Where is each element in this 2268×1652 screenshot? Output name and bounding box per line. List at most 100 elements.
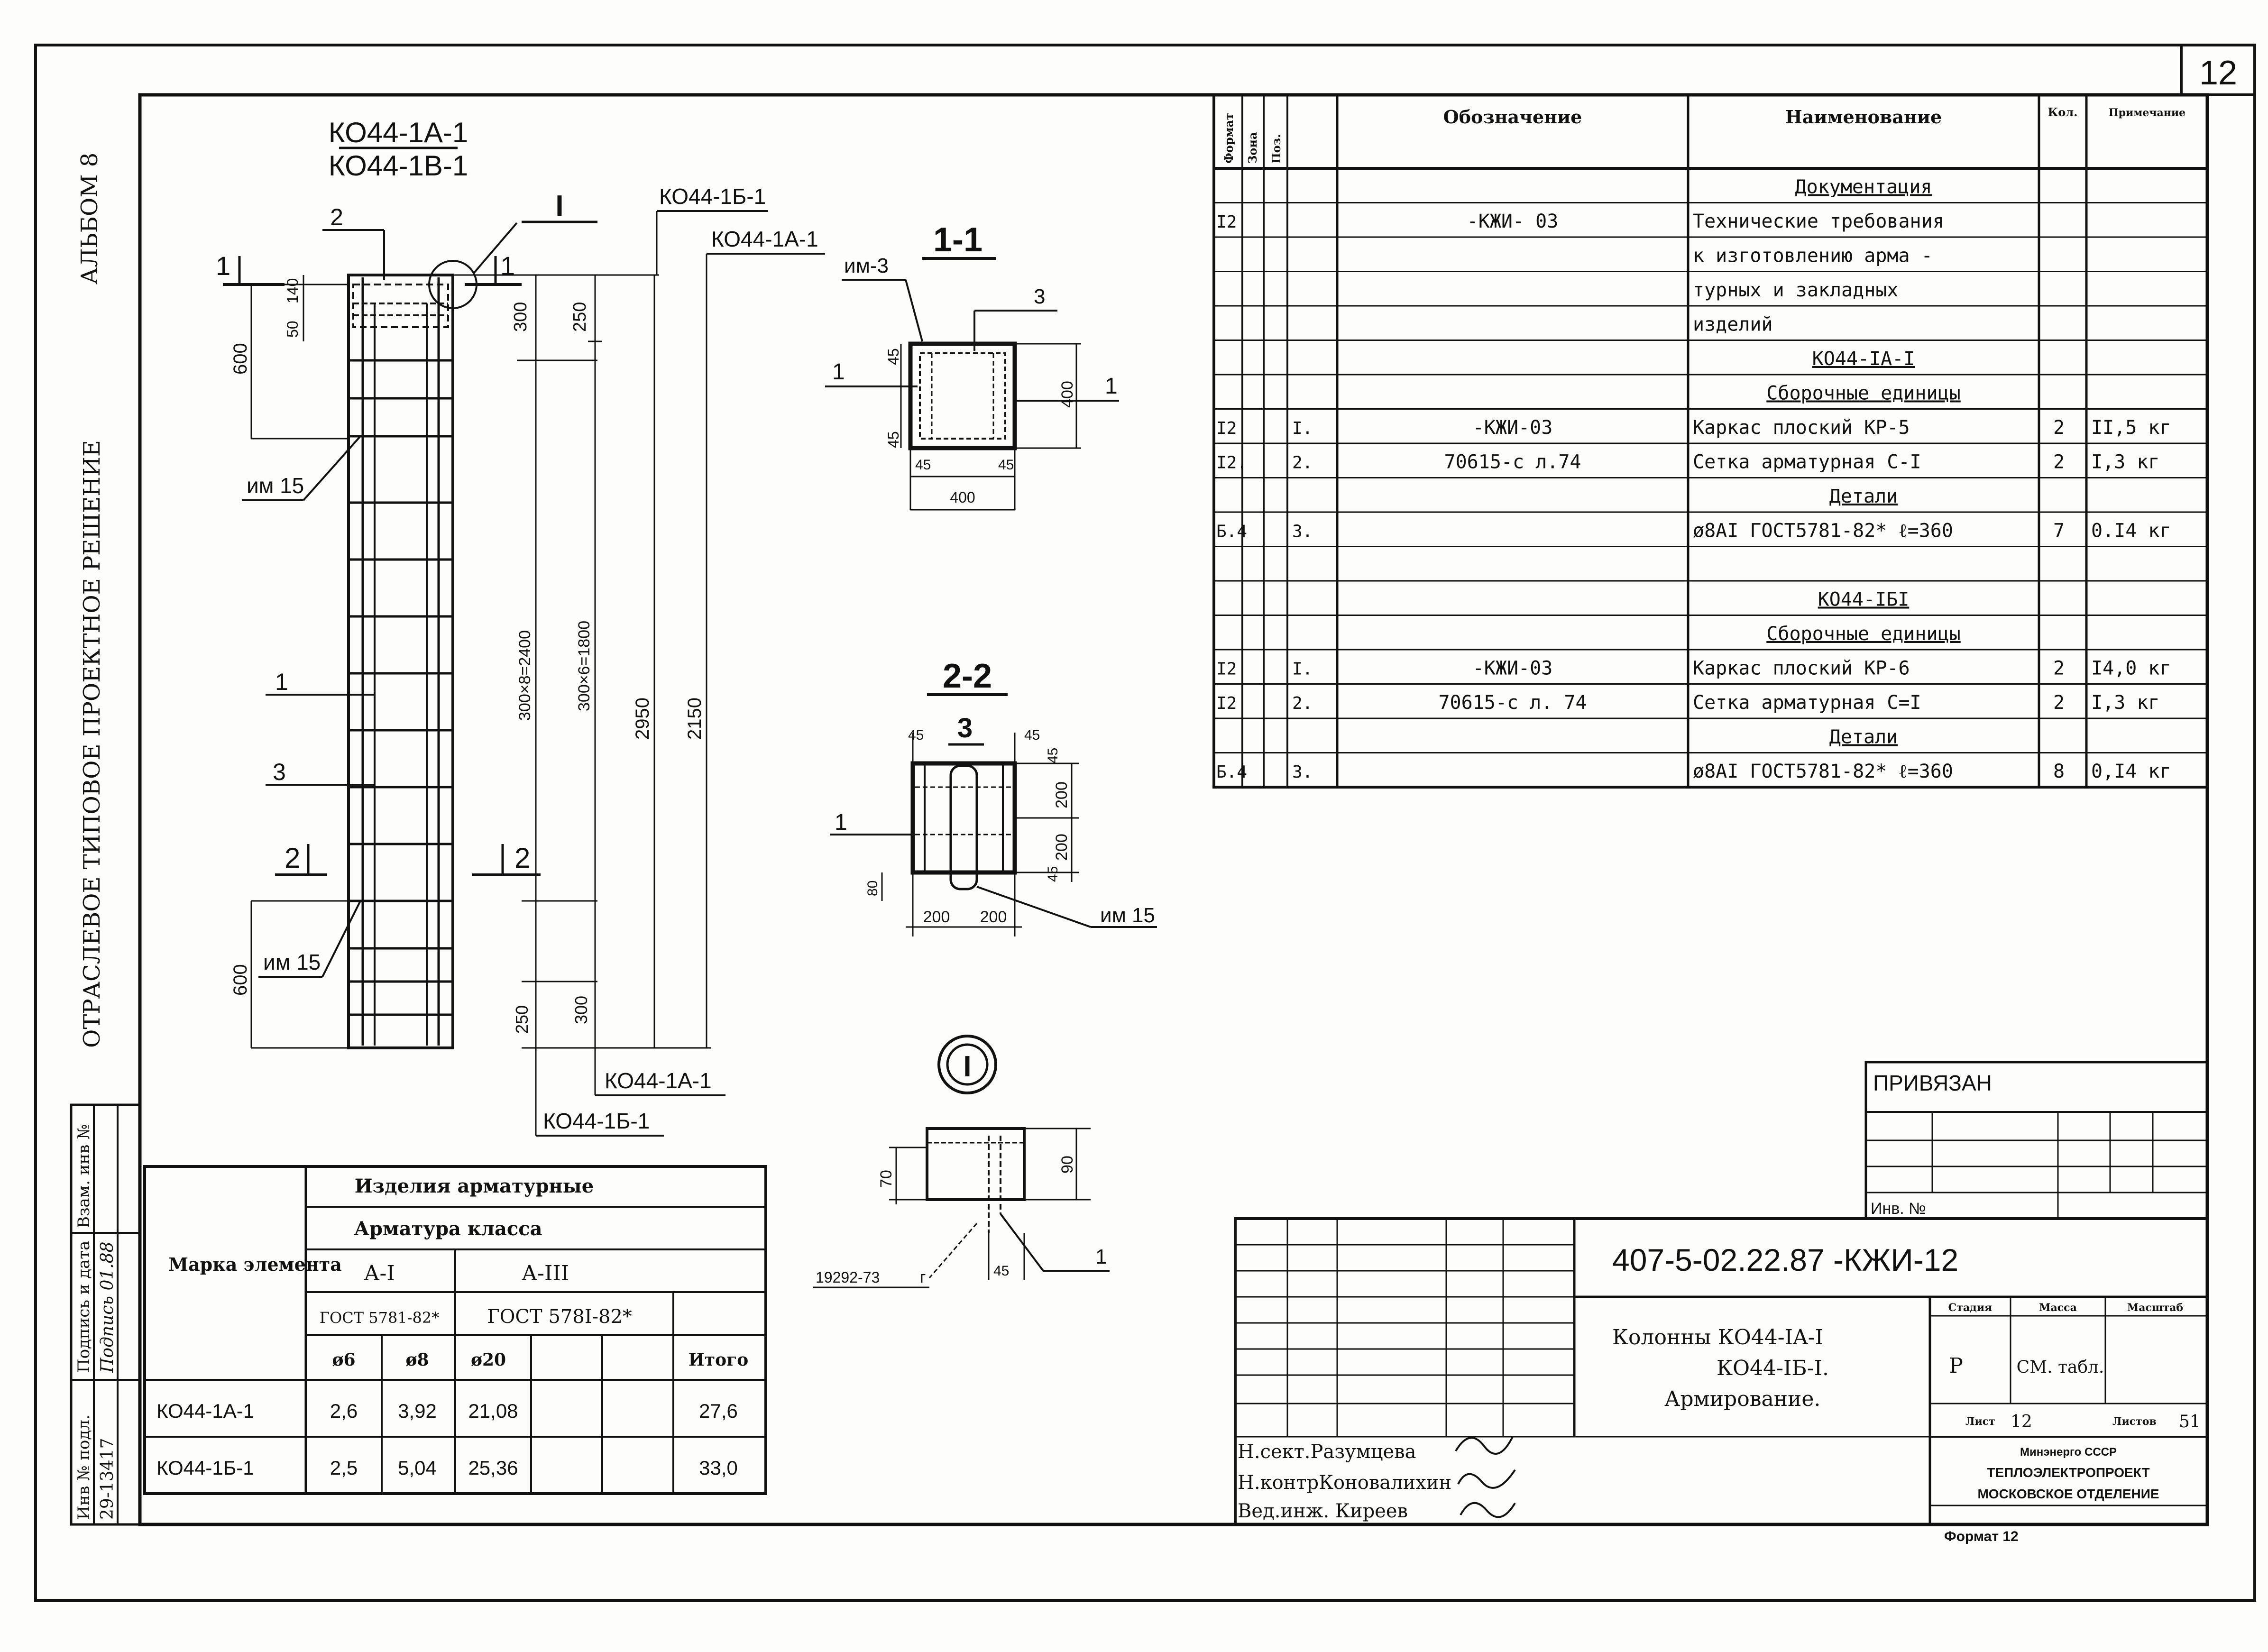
node-i-dim-45: 45 (993, 1263, 1009, 1279)
spec-cell-name: Документация (1795, 176, 1932, 198)
title-sheet: 12 (2011, 1412, 2032, 1432)
spec-cell-fmt: I2 (1216, 694, 1237, 713)
spec-cell-name: турных и закладных (1693, 279, 1898, 301)
dim-300-top: 300 (511, 302, 531, 332)
title-mass: СМ. табл. (2017, 1358, 2104, 1377)
title-sheet-header: Лист (1965, 1415, 1995, 1428)
spec-cell-fmt: I2. (1216, 453, 1247, 473)
spec-cell-name: Сборочные единицы (1766, 623, 1960, 645)
section-1-1-cut-left: 1 (832, 359, 845, 385)
section-2-2-dim-45b: 45 (1024, 727, 1040, 743)
steel-cell-mark: КО44-1Б-1 (156, 1457, 254, 1479)
elevation-pos-1: 1 (275, 669, 288, 695)
stamp-inv-label: Инв № подл. (74, 1414, 93, 1520)
spec-cell-des: 70615-с л. 74 (1438, 692, 1587, 714)
section-1-1-title: 1-1 (933, 221, 982, 259)
spec-cell-note: I,3 кг (2091, 451, 2160, 473)
privyazan-box: ПРИВЯЗАН Инв. № (1864, 1061, 2209, 1220)
column-elevation: КО44-1А-1 КО44-1В-1 (216, 117, 825, 1137)
title-scale-header: Масштаб (2127, 1302, 2183, 1314)
spec-cell-name: Детали (1829, 726, 1898, 748)
steel-table-class-1: А-I (364, 1261, 395, 1285)
signature-2 (1457, 1469, 1516, 1489)
section-2-2-cut-left: 1 (835, 810, 847, 835)
sheet-number-box (2180, 44, 2256, 96)
dim-140: 140 (284, 278, 301, 303)
spec-header-note: Примечание (2109, 107, 2185, 119)
section-1-1-dim-45b: 45 (885, 431, 902, 448)
spec-cell-qty: 7 (2053, 520, 2065, 542)
section-1-1-dim-45c: 45 (915, 457, 931, 473)
title-stage: Р (1949, 1354, 1963, 1378)
node-i-std: 19292-73 (816, 1269, 880, 1286)
spec-cell-note: II,5 кг (2091, 417, 2171, 439)
signer-1: Н.сект.Разумцева (1238, 1441, 1416, 1463)
spec-cell-qty: 2 (2053, 417, 2065, 439)
section-1-1-weld: им-3 (844, 254, 889, 277)
elevation-mark-bottom: КО44-1В-1 (329, 150, 468, 182)
title-sheets: 51 (2179, 1412, 2201, 1432)
spec-cell-name: Каркас плоский КР-5 (1693, 417, 1910, 439)
node-i-dim-70: 70 (877, 1170, 895, 1188)
callout-a-top: КО44-1А-1 (711, 227, 818, 251)
spec-cell-name: Сетка арматурная С=I (1693, 692, 1921, 714)
org-ministry: Минэнерго СССР (2020, 1446, 2117, 1459)
signer-2: Н.контрКоновалихин (1238, 1472, 1451, 1494)
section-1-1-dim-45d: 45 (998, 457, 1014, 473)
spec-cell-qty: 2 (2053, 451, 2065, 473)
node-i-detail: I 70 90 45 19292-73 г 1 (813, 1035, 1110, 1288)
dim-600-bottom: 600 (230, 964, 251, 996)
signature-3 (1460, 1502, 1516, 1518)
spec-cell-name: Каркас плоский КР-6 (1693, 658, 1910, 679)
spec-cell-fmt: I2 (1216, 419, 1237, 438)
spec-cell-name: Детали (1829, 486, 1898, 507)
steel-table-subtitle: Арматура класса (354, 1218, 542, 1240)
cut-1-right: 1 (500, 251, 515, 281)
section-1-1-dim-45a: 45 (885, 348, 902, 365)
steel-table-class-3: А-III (522, 1261, 569, 1285)
section-1-1-dim-400h: 400 (950, 489, 975, 506)
spec-cell-pos: 3. (1292, 762, 1313, 782)
section-2-2: 2-2 3 1 45 45 45 200 200 45 80 200 200 и… (830, 657, 1157, 936)
spec-cell-pos: 3. (1292, 522, 1313, 541)
cut-2-right: 2 (514, 842, 530, 874)
dim-spacing-2400: 300×8=2400 (516, 630, 534, 721)
title-stage-header: Стадия (1948, 1302, 1993, 1314)
cut-2-left: 2 (285, 842, 300, 874)
section-2-2-dim-200h2: 200 (980, 908, 1007, 926)
title-block: 407-5-02.22.87 -КЖИ-12 Колонны КО44-IA-I… (1234, 1217, 2209, 1544)
section-2-2-dim-45d: 45 (1045, 866, 1061, 882)
steel-table-mark-header: Марка элемента (168, 1254, 342, 1275)
steel-cell-d8: 3,92 (398, 1400, 437, 1422)
weld-callout-bottom: им 15 (263, 950, 321, 974)
dim-2150: 2150 (684, 698, 705, 740)
steel-table-total-header: Итого (689, 1350, 748, 1370)
steel-table: Изделия арматурные Арматура класса Марка… (143, 1165, 767, 1495)
outer-frame (34, 44, 2256, 1602)
elevation-mark-top: КО44-1А-1 (329, 117, 468, 148)
steel-table-d8: ø8 (405, 1350, 429, 1370)
weld-callout-top: им 15 (247, 473, 304, 498)
node-i-g: г (920, 1268, 926, 1286)
spec-header-format: Формат (1222, 113, 1236, 164)
spec-cell-name: КО44-IA-I (1812, 348, 1915, 370)
dim-spacing-1800: 300×6=1800 (575, 621, 593, 711)
spec-header-pos: Поз. (1269, 134, 1283, 164)
privyazan-title: ПРИВЯЗАН (1873, 1071, 1992, 1095)
section-2-2-dim-80: 80 (865, 881, 881, 896)
section-2-2-dim-200a: 200 (1053, 781, 1071, 808)
steel-table-gost-1: ГОСТ 5781-82* (320, 1309, 439, 1327)
dim-250-top: 250 (570, 302, 590, 332)
spec-cell-des: -КЖИ- 03 (1467, 211, 1559, 232)
org-branch: МОСКОВСКОЕ ОТДЕЛЕНИЕ (1977, 1487, 2159, 1501)
steel-cell-d6: 2,5 (330, 1457, 358, 1479)
steel-table-gost-3: ГОСТ 578I-82* (487, 1306, 632, 1328)
elevation-pos-3: 3 (273, 759, 286, 785)
stamp-sign-label: Подпись и дата (74, 1241, 93, 1373)
spec-cell-note: 0,I4 кг (2091, 761, 2171, 782)
spec-cell-fmt: Б.4 (1216, 762, 1247, 782)
callout-b-bottom: КО44-1Б-1 (543, 1109, 650, 1133)
node-i-dim-90: 90 (1058, 1156, 1076, 1174)
steel-cell-total: 27,6 (699, 1400, 738, 1422)
